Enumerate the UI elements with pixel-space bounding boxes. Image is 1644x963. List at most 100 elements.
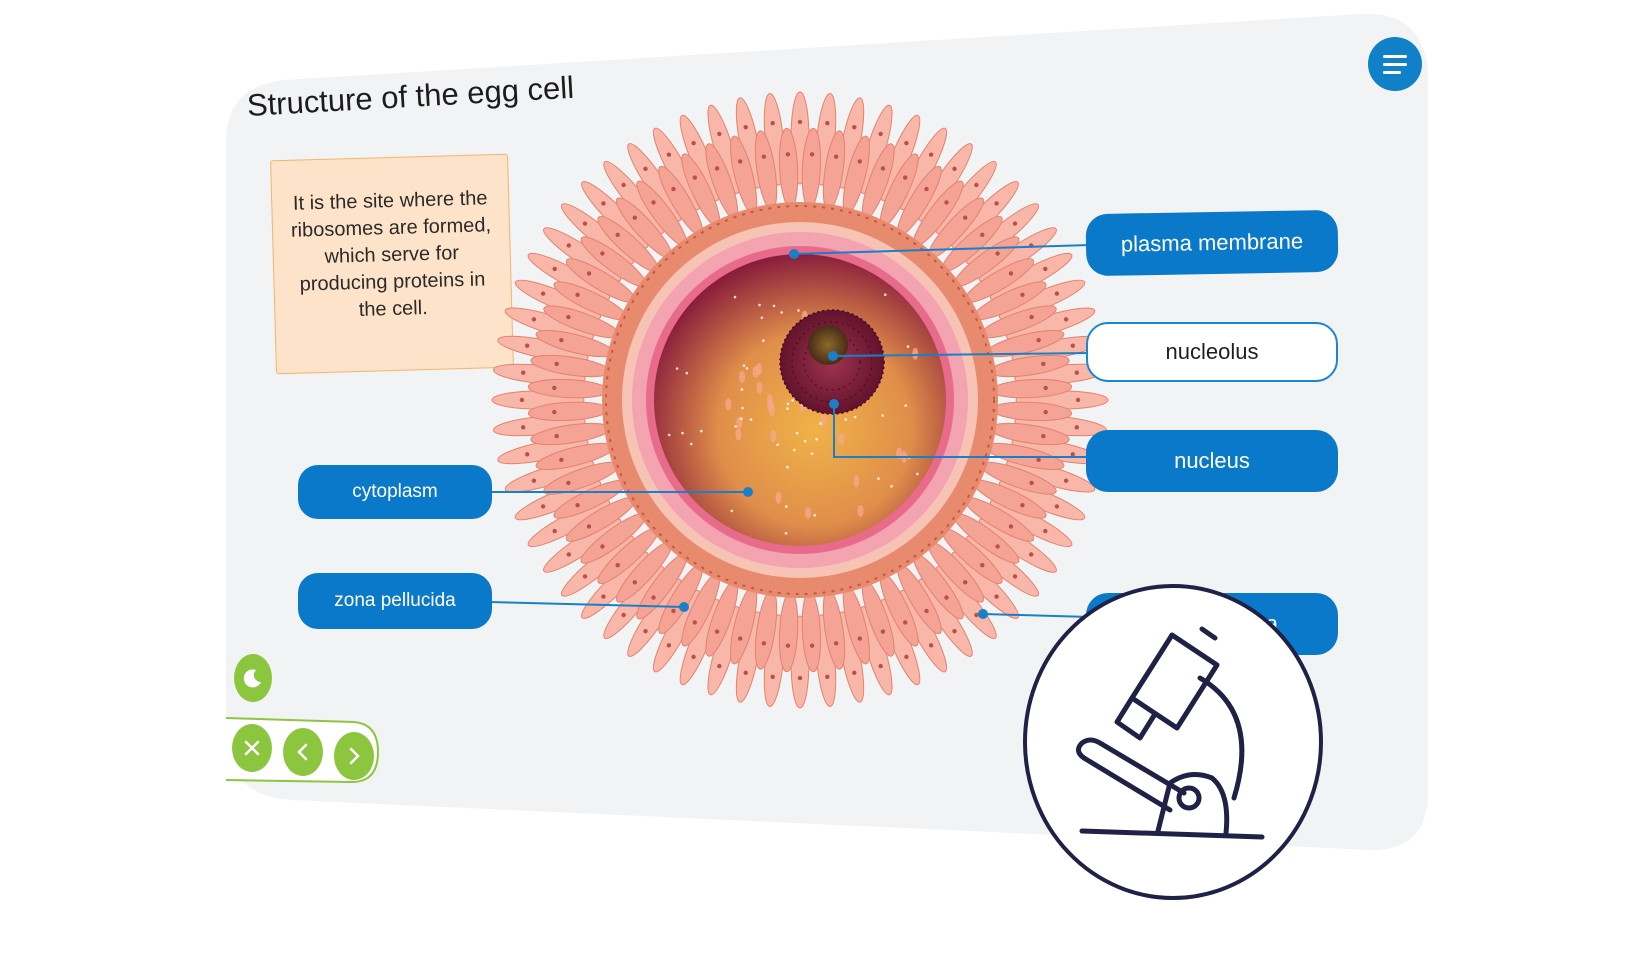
corona-cell-nucleus (1043, 385, 1048, 391)
cytoplasm-dot (795, 431, 799, 435)
corona-cell-nucleus (944, 200, 949, 205)
cytoplasm-granule (805, 506, 812, 519)
close-button[interactable] (232, 724, 272, 772)
corona-cell-nucleus (582, 221, 588, 226)
corona-cell-nucleus (1070, 343, 1076, 348)
cytoplasm-dot (906, 345, 910, 348)
previous-button[interactable] (283, 728, 323, 776)
menu-button[interactable] (1368, 37, 1422, 91)
corona-cell-nucleus (671, 608, 676, 614)
cytoplasm-dot (700, 429, 703, 433)
corona-cell-nucleus (785, 152, 791, 157)
corona-cell-nucleus (632, 215, 637, 220)
corona-cell-nucleus (566, 243, 571, 248)
label-cytoplasm[interactable]: cytoplasm (298, 465, 492, 519)
corona-cell-nucleus (540, 291, 546, 296)
corona-cell-nucleus (809, 152, 815, 157)
label-nucleus[interactable]: nucleus (1086, 430, 1338, 492)
corona-cell-nucleus (521, 425, 526, 430)
cytoplasm-dot (791, 399, 794, 402)
cytoplasm-dot (853, 415, 857, 419)
corona-cell-nucleus (575, 503, 580, 508)
cytoplasm-dot (667, 433, 671, 437)
cytoplasm-dot (745, 367, 749, 370)
corona-cell-nucleus (952, 629, 957, 634)
corona-cell-nucleus (797, 119, 803, 125)
corona-cell-nucleus (1029, 314, 1034, 320)
corona-cell-nucleus (1063, 317, 1069, 322)
corona-cell-nucleus (952, 166, 957, 171)
cytoplasm-granule (820, 414, 827, 427)
cytoplasm-granule (838, 433, 845, 446)
corona-cell-nucleus (554, 361, 559, 367)
corona-cell-nucleus (575, 292, 580, 297)
cytoplasm-dot (786, 402, 790, 406)
corona-cell-nucleus (770, 121, 775, 126)
corona-cell-nucleus (903, 175, 908, 180)
corona-cell-nucleus (1020, 503, 1025, 508)
corona-cell-nucleus (1036, 338, 1041, 343)
corona-cell-nucleus (743, 670, 748, 675)
cytoplasm-dot (890, 485, 893, 488)
cytoplasm-dot (786, 407, 789, 411)
corona-cell-nucleus (559, 338, 564, 343)
corona-cell-nucleus (857, 636, 862, 641)
corona-cell-nucleus (1012, 221, 1018, 226)
corona-cell-nucleus (566, 480, 571, 486)
connector-dots (679, 249, 988, 619)
corona-cell-nucleus (666, 643, 672, 648)
corona-cell-nucleus (880, 166, 886, 171)
corona-cell-nucleus (632, 580, 637, 585)
corona-cell-nucleus (519, 397, 525, 403)
cytoplasm-dot (740, 388, 744, 391)
corona-cell-nucleus (566, 552, 571, 557)
corona-cell-nucleus (691, 654, 696, 660)
corona-cell-nucleus (738, 636, 743, 641)
cytoplasm-dot (758, 303, 761, 307)
cytoplasm-dot (772, 304, 776, 308)
label-nucleolus[interactable]: nucleolus (1086, 322, 1338, 382)
label-plasma-membrane[interactable]: plasma membrane (1085, 209, 1339, 277)
cytoplasm-dot (776, 443, 779, 447)
corona-cell-nucleus (1075, 397, 1081, 403)
corona-cell-nucleus (615, 232, 620, 237)
corona-cell-nucleus (852, 125, 857, 130)
corona-cell-nucleus (1054, 291, 1060, 296)
corona-cell-nucleus (666, 152, 672, 157)
cytoplasm-granule (725, 398, 732, 411)
corona-cell-nucleus (691, 140, 696, 146)
corona-cell-nucleus (1074, 370, 1080, 375)
cytoplasm-dot (689, 442, 693, 446)
theme-toggle-button[interactable] (234, 654, 272, 702)
label-zona-pellucida[interactable]: zona pellucida (298, 573, 492, 629)
corona-cell-nucleus (1036, 457, 1041, 462)
corona-cell-nucleus (552, 266, 557, 272)
next-button[interactable] (334, 732, 374, 780)
corona-cell-nucleus (1020, 292, 1025, 297)
cytoplasm-granule (767, 399, 774, 412)
corona-cell-nucleus (738, 159, 743, 164)
cytoplasm-dot (785, 505, 788, 508)
cytoplasm-dot (877, 477, 880, 480)
corona-cell-nucleus (714, 629, 720, 634)
corona-cell-nucleus (586, 271, 592, 276)
corona-cell-nucleus (621, 182, 626, 188)
cytoplasm-dot (740, 417, 743, 421)
corona-cell-nucleus (1008, 271, 1014, 276)
cytoplasm-granule (853, 475, 860, 488)
corona-cell-nucleus (974, 182, 979, 188)
cytoplasm-granule (912, 347, 919, 360)
cytoplasm-granule (756, 363, 762, 375)
cytoplasm-dot (813, 514, 816, 517)
corona-cell-nucleus (825, 121, 830, 126)
corona-cell-nucleus (904, 140, 909, 146)
corona-cell-nucleus (615, 563, 620, 568)
cytoplasm-dot (733, 295, 737, 299)
cytoplasm-dot (749, 418, 753, 421)
corona-cell-nucleus (552, 409, 557, 415)
corona-cell-nucleus (833, 154, 839, 159)
corona-cell-nucleus (852, 670, 857, 675)
cytoplasm-dot (884, 293, 887, 297)
corona-cell-nucleus (600, 544, 605, 549)
corona-cell-nucleus (743, 125, 748, 130)
